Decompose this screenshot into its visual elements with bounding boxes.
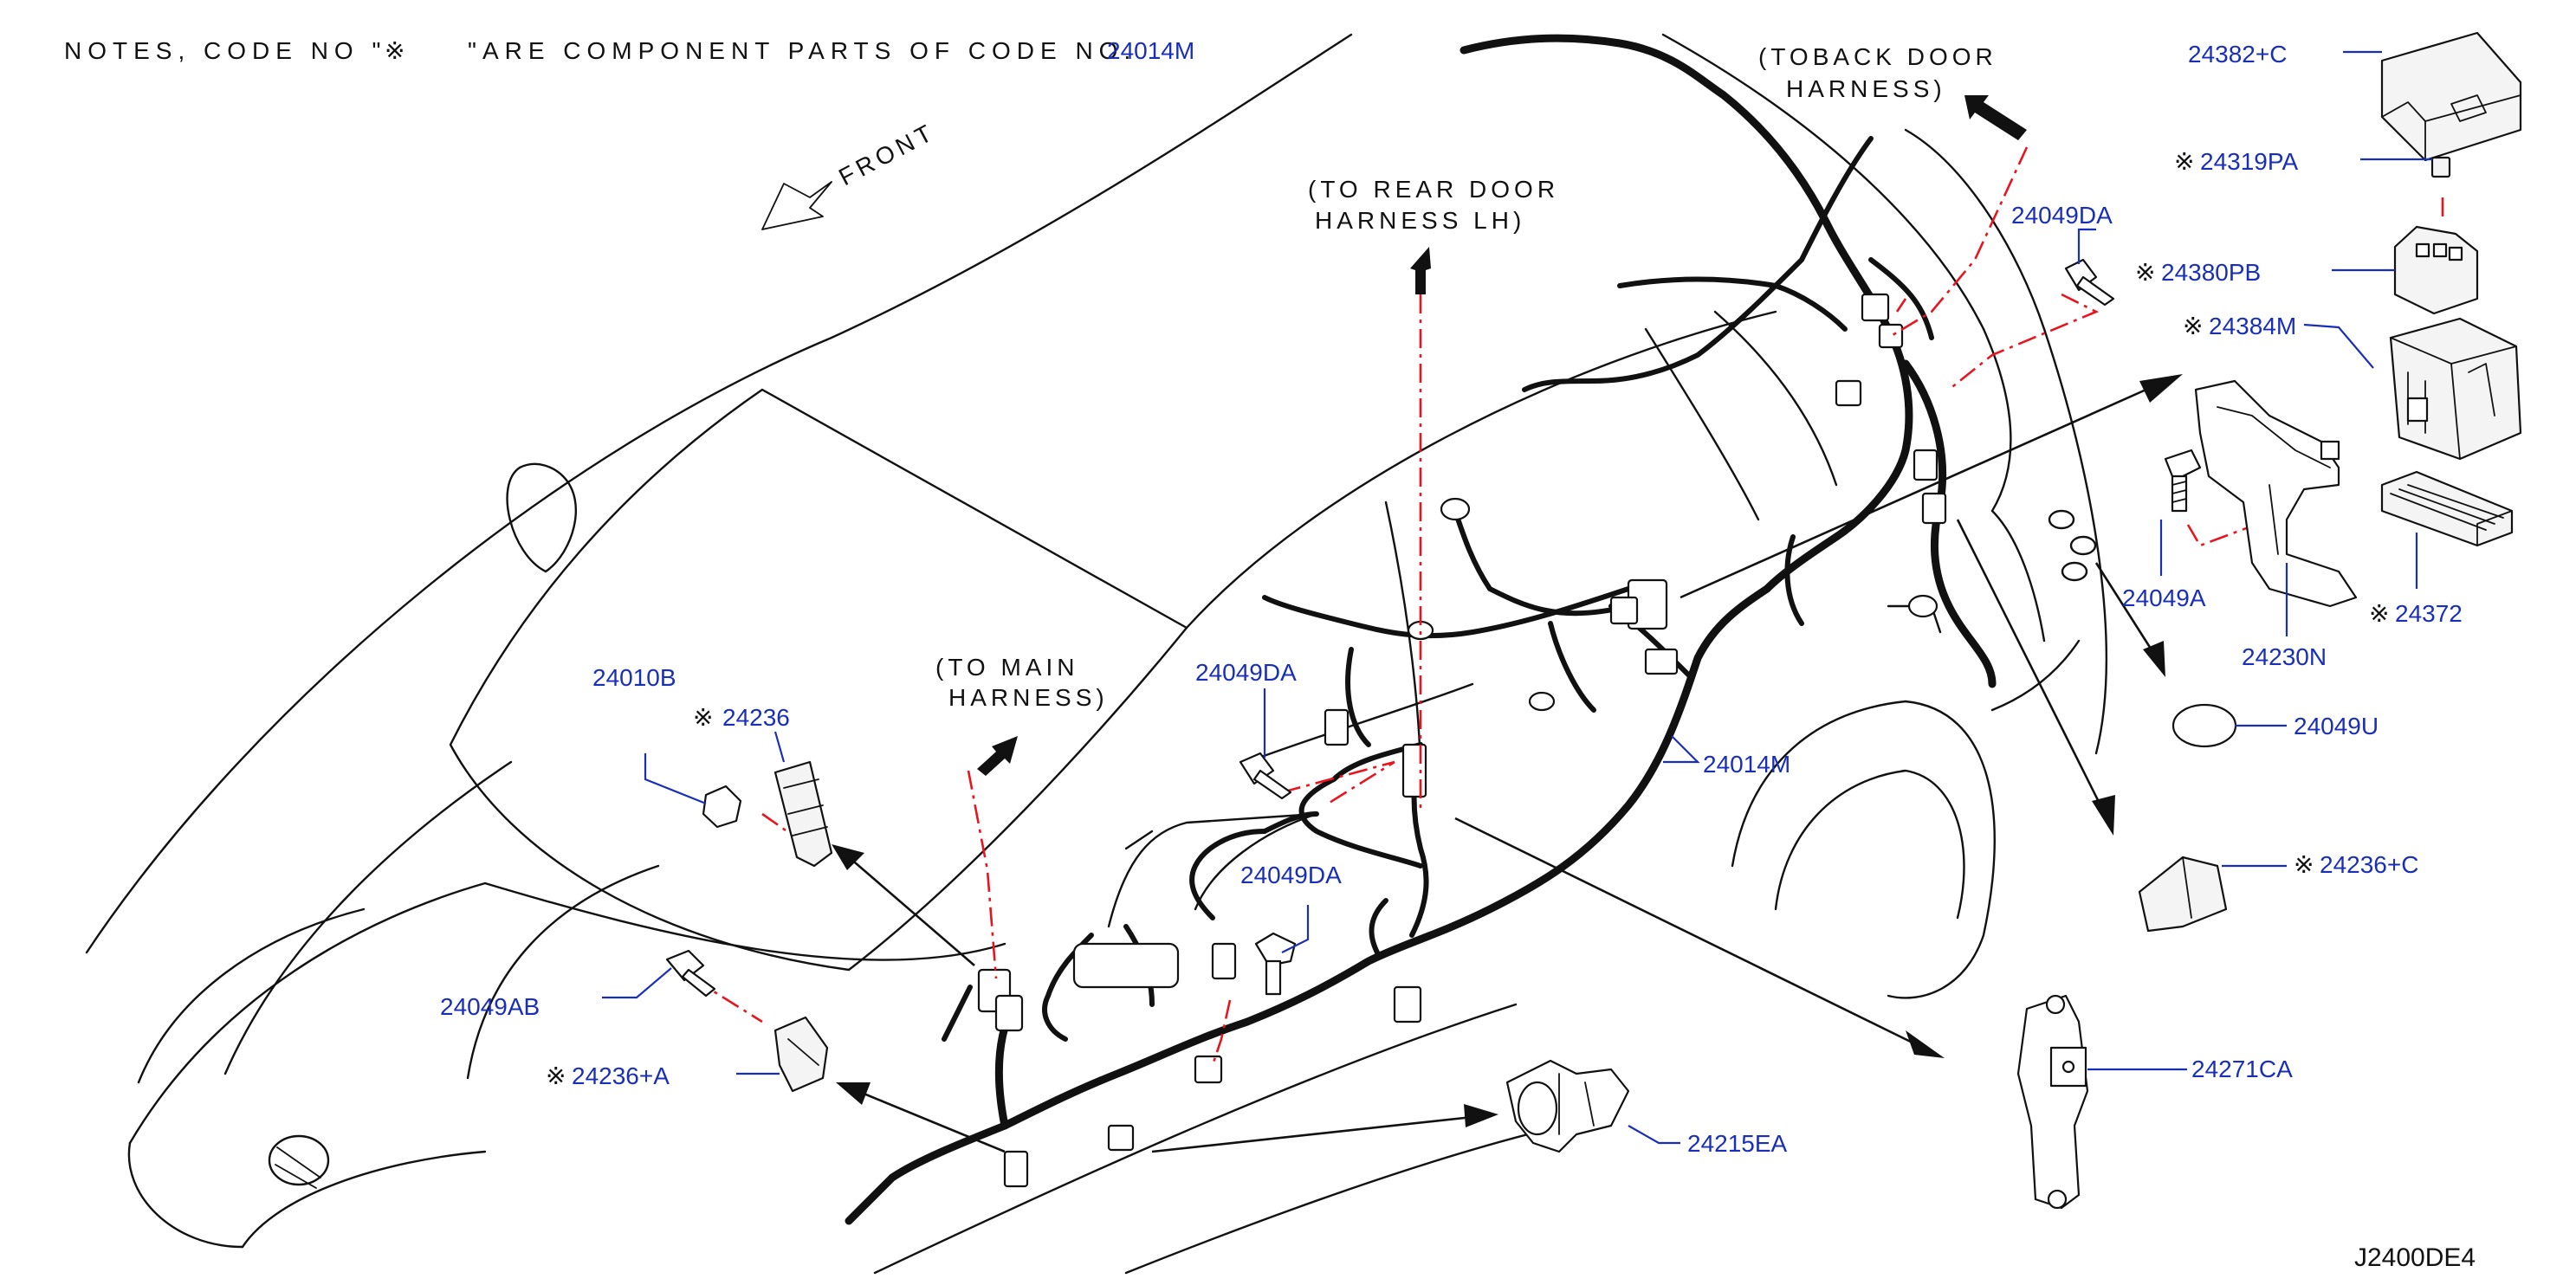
- part-labels: 24382+C ※ 24319PA ※ 24380PB ※ 24384M 240…: [440, 41, 2463, 1157]
- part-24236A-label[interactable]: 24236+A: [572, 1062, 670, 1089]
- component-symbol: ※: [2174, 147, 2194, 176]
- front-arrow-icon: [761, 181, 832, 230]
- nut-part: [702, 785, 742, 829]
- connector-cover-c-part: [2138, 856, 2228, 933]
- part-24236C-label[interactable]: 24236+C: [2320, 851, 2418, 878]
- part-24049U-label[interactable]: 24049U: [2294, 713, 2379, 739]
- bolt-24049DA-low-part: [1254, 932, 1297, 996]
- bolt-24049DA-top-part: [2064, 258, 2115, 307]
- fuse-part: [2430, 156, 2451, 178]
- leader-lines: [602, 50, 2432, 1145]
- part-24384M-label[interactable]: 24384M: [2209, 313, 2296, 339]
- part-24230N-label[interactable]: 24230N: [2242, 643, 2327, 670]
- part-24049DA-top-label[interactable]: 24049DA: [2011, 202, 2113, 229]
- part-24271CA-label[interactable]: 24271CA: [2191, 1056, 2293, 1082]
- part-24380PB-label[interactable]: 24380PB: [2161, 259, 2261, 286]
- notes-middle: "ARE COMPONENT PARTS OF CODE NO.: [468, 37, 1136, 64]
- connector-cover-part: [773, 760, 833, 868]
- notes-prefix: NOTES, CODE NO ": [64, 37, 386, 64]
- part-24049AB-label[interactable]: 24049AB: [440, 993, 540, 1020]
- part-24014M-label[interactable]: 24014M: [1703, 751, 1790, 778]
- fuse-block-part: [2393, 225, 2479, 315]
- bolt-24049AB-part: [665, 949, 716, 998]
- part-24049A-label[interactable]: 24049A: [2122, 584, 2206, 611]
- bolt-24049DA-mid-part: [1239, 752, 1292, 800]
- fuse-block-cover-part: [2380, 31, 2522, 162]
- component-symbol: ※: [2183, 312, 2203, 340]
- notes-line: NOTES, CODE NO " ※ "ARE COMPONENT PARTS …: [64, 36, 1194, 65]
- main-harness-label-2: HARNESS): [948, 684, 1109, 711]
- main-wire-harness: [845, 34, 1997, 1225]
- part-24010B-label[interactable]: 24010B: [592, 664, 676, 691]
- main-harness-label-1: (TO MAIN: [935, 654, 1078, 681]
- front-label: FRONT: [834, 118, 940, 190]
- grommet-part: [2171, 703, 2237, 748]
- diagram-code: J2400DE4: [2354, 1243, 2476, 1272]
- component-symbol: ※: [2369, 599, 2389, 628]
- notes-code[interactable]: 24014M: [1107, 37, 1194, 64]
- part-24049DA-low-label[interactable]: 24049DA: [1240, 862, 1342, 888]
- notes-symbol: ※: [385, 36, 405, 65]
- front-direction-arrow: FRONT: [761, 118, 940, 230]
- mounting-bracket-part: [2194, 379, 2358, 608]
- part-24319PA-label[interactable]: 24319PA: [2200, 148, 2298, 175]
- part-24215EA-label[interactable]: 24215EA: [1687, 1130, 1788, 1157]
- rear-door-label-2: HARNESS LH): [1315, 207, 1525, 234]
- part-24049DA-mid-label[interactable]: 24049DA: [1195, 659, 1297, 686]
- part-24236-label[interactable]: 24236: [722, 704, 790, 731]
- part-24382C-label[interactable]: 24382+C: [2188, 41, 2287, 68]
- component-symbol: ※: [693, 703, 713, 732]
- harness-bracket-part: [2016, 994, 2089, 1210]
- component-symbol: ※: [546, 1062, 566, 1090]
- harness-destination-labels: (TOBACK DOOR HARNESS) (TO REAR DOOR HARN…: [935, 43, 1997, 711]
- connector-cover-a-part: [773, 1016, 829, 1093]
- vehicle-body-outline: [85, 33, 2107, 1275]
- back-door-label-2: HARNESS): [1786, 75, 1946, 102]
- connector-bracket-part: [2380, 470, 2514, 547]
- bolt-24049A-part: [2164, 449, 2202, 513]
- component-symbol: ※: [2135, 258, 2155, 287]
- harness-clip-part: [1505, 1059, 1630, 1153]
- component-drawings: [665, 31, 2522, 1210]
- component-symbol: ※: [2294, 850, 2314, 879]
- rear-door-label-1: (TO REAR DOOR: [1308, 176, 1559, 203]
- back-door-label-1: (TOBACK DOOR: [1758, 43, 1997, 70]
- relay-box-part: [2389, 317, 2522, 461]
- pointer-arrows: [832, 95, 2183, 1153]
- part-24372-label[interactable]: 24372: [2395, 600, 2463, 627]
